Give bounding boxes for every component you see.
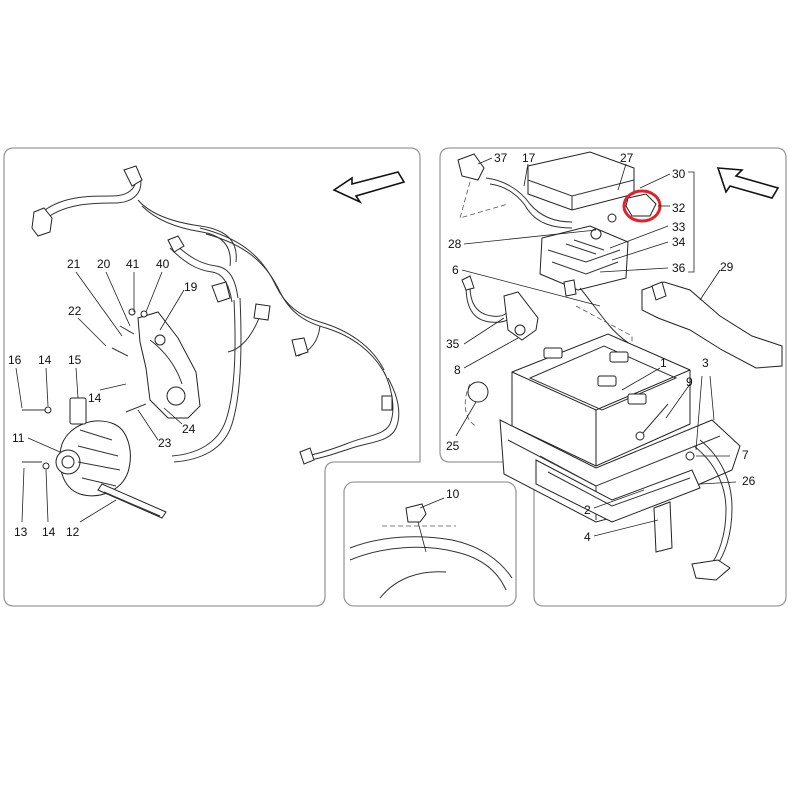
panel-bottom-frame bbox=[343, 481, 517, 607]
label-35: 35 bbox=[446, 337, 460, 351]
label-17: 17 bbox=[522, 151, 536, 165]
alternator bbox=[55, 397, 131, 497]
bracket-29 bbox=[641, 281, 783, 369]
alternator-bracket bbox=[137, 311, 201, 419]
sensor-10 bbox=[405, 503, 427, 523]
label-34: 34 bbox=[672, 235, 686, 249]
label-29: 29 bbox=[720, 260, 734, 274]
sensor-32 bbox=[625, 193, 657, 217]
label-27: 27 bbox=[620, 151, 634, 165]
ground-terminal bbox=[691, 559, 731, 581]
panel-left-leaders bbox=[15, 271, 185, 523]
label-2: 2 bbox=[584, 503, 591, 517]
panel-bottom: 10 bbox=[349, 487, 513, 599]
label-9: 9 bbox=[686, 375, 693, 389]
label-22: 22 bbox=[68, 304, 82, 318]
terminal-8 bbox=[503, 291, 539, 341]
panel-right-leaders bbox=[455, 157, 737, 537]
engine-wiring-harness bbox=[31, 165, 400, 465]
label-12: 12 bbox=[66, 525, 80, 539]
label-25: 25 bbox=[446, 439, 460, 453]
label-14-a: 14 bbox=[38, 353, 52, 367]
mount-25 bbox=[467, 381, 489, 403]
label-40: 40 bbox=[156, 257, 170, 271]
label-19: 19 bbox=[184, 280, 198, 294]
label-32: 32 bbox=[672, 201, 686, 215]
label-33: 33 bbox=[672, 220, 686, 234]
label-41: 41 bbox=[126, 257, 140, 271]
label-21: 21 bbox=[67, 257, 81, 271]
panel-right: 37 17 27 30 32 33 28 34 6 36 29 35 1 3 8… bbox=[446, 151, 783, 581]
battery bbox=[511, 333, 691, 467]
direction-arrow-left-icon bbox=[332, 171, 406, 204]
label-30: 30 bbox=[672, 167, 686, 181]
label-7: 7 bbox=[742, 448, 749, 462]
label-37: 37 bbox=[494, 151, 508, 165]
bracket-4 bbox=[653, 501, 673, 553]
fuse-box bbox=[539, 225, 629, 291]
drive-belt bbox=[97, 483, 167, 519]
label-16: 16 bbox=[8, 353, 22, 367]
label-3: 3 bbox=[702, 356, 709, 370]
label-14-b: 14 bbox=[88, 391, 102, 405]
direction-arrow-right-icon bbox=[716, 167, 780, 199]
label-1: 1 bbox=[660, 356, 667, 370]
label-13: 13 bbox=[14, 525, 28, 539]
label-24: 24 bbox=[182, 422, 196, 436]
label-28: 28 bbox=[448, 237, 462, 251]
label-23: 23 bbox=[158, 436, 172, 450]
label-4: 4 bbox=[584, 530, 591, 544]
label-10: 10 bbox=[446, 487, 460, 501]
label-8: 8 bbox=[454, 363, 461, 377]
label-36: 36 bbox=[672, 261, 686, 275]
alternator-fasteners bbox=[22, 308, 148, 470]
label-6: 6 bbox=[452, 263, 459, 277]
label-20: 20 bbox=[97, 257, 111, 271]
label-26: 26 bbox=[742, 474, 756, 488]
connector-37 bbox=[457, 153, 485, 181]
label-15: 15 bbox=[68, 353, 82, 367]
panel-left: 21 20 41 40 19 22 16 14 15 14 11 23 24 1… bbox=[8, 165, 406, 539]
label-11: 11 bbox=[12, 431, 25, 445]
label-14-c: 14 bbox=[42, 525, 56, 539]
